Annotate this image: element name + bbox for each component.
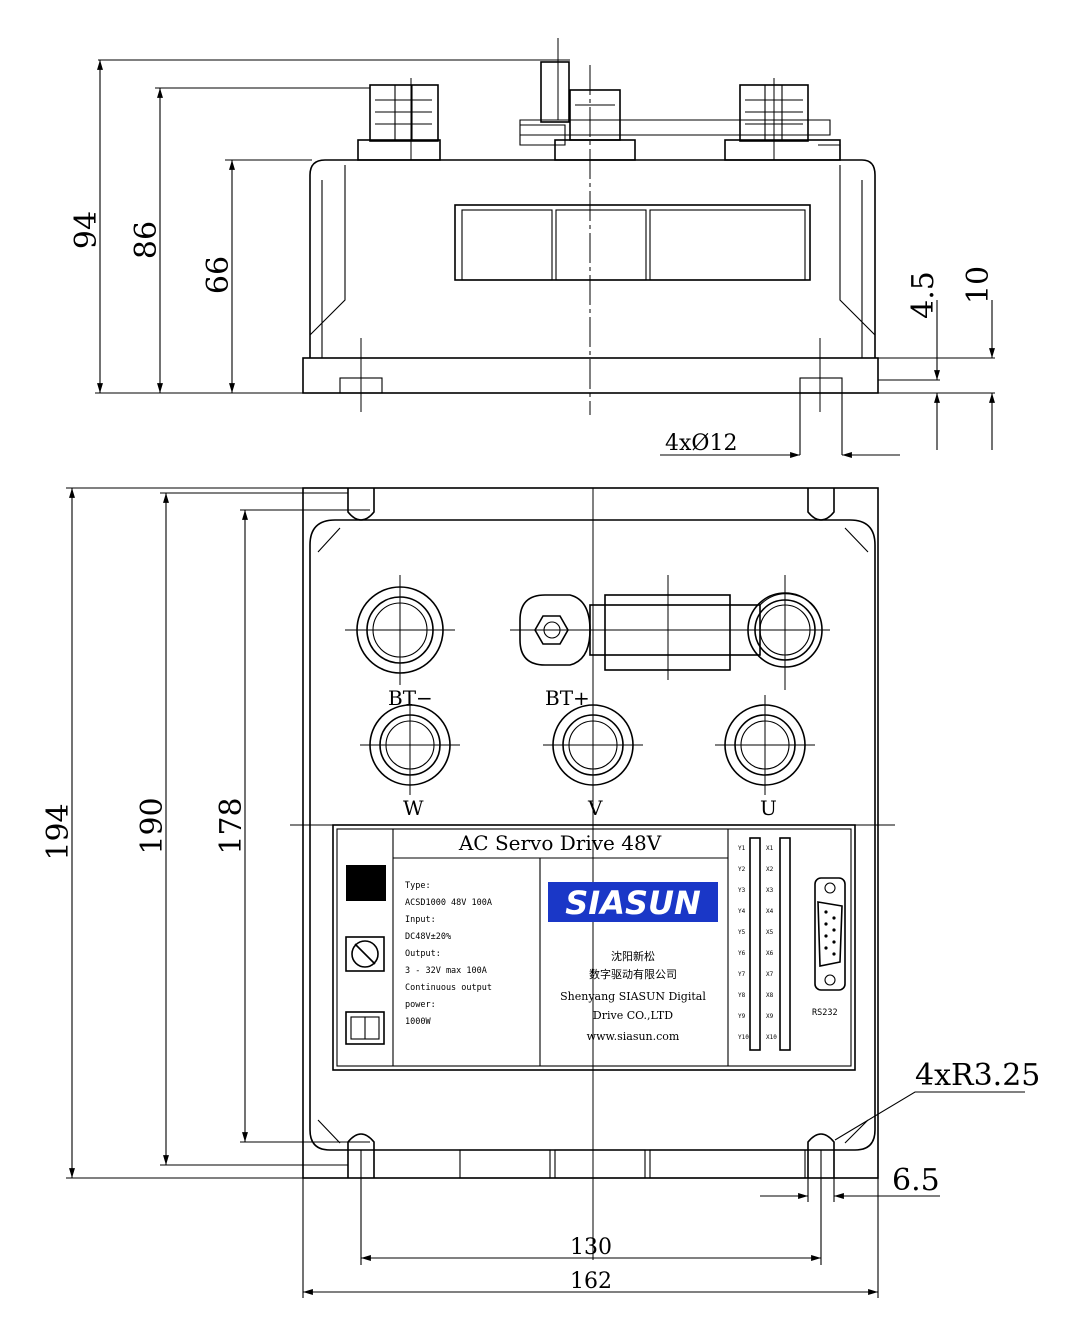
company-en-2: Drive CO.,LTD	[593, 1009, 673, 1022]
spec-text: Type: ACSD1000 48V 100A Input: DC48V±20%…	[405, 881, 492, 1027]
siasun-logo-text: SIASUN	[565, 884, 701, 922]
pin-label-left-8: Y8	[738, 992, 746, 999]
db9-connector-icon	[814, 877, 846, 991]
pin-strip-left	[749, 837, 761, 1051]
svg-text:Continuous output: Continuous output	[405, 983, 492, 993]
pin-label-right-10: X10	[766, 1034, 777, 1041]
hole-callout: 4xØ12	[665, 431, 737, 456]
dim-190: 190	[135, 797, 170, 854]
pin-label-left-2: Y2	[738, 866, 746, 873]
dim-178: 178	[214, 797, 249, 854]
pin-label-right-8: X8	[766, 992, 774, 999]
black-square-icon	[346, 865, 386, 901]
svg-text:Input:: Input:	[405, 915, 436, 925]
pin-label-left-7: Y7	[738, 971, 746, 978]
rs232-label: RS232	[812, 1008, 838, 1018]
pin-label-right-6: X6	[766, 950, 774, 957]
dim-130: 130	[570, 1235, 612, 1260]
dim-194: 194	[41, 803, 76, 860]
svg-text:DC48V±20%: DC48V±20%	[405, 932, 451, 942]
dim-66: 66	[201, 256, 236, 294]
pin-label-right-9: X9	[766, 1013, 774, 1020]
radius-callout: 4xR3.25	[915, 1058, 1040, 1093]
svg-text:ACSD1000 48V 100A: ACSD1000 48V 100A	[405, 898, 492, 908]
pin-label-right-4: X4	[766, 908, 774, 915]
pin-label-left-3: Y3	[738, 887, 746, 894]
company-en-1: Shenyang SIASUN Digital	[560, 990, 706, 1003]
terminal-bt-plus-post	[747, 575, 823, 690]
pin-label-right-2: X2	[766, 866, 774, 873]
dim-10: 10	[961, 266, 996, 304]
dim-86: 86	[129, 221, 164, 259]
side-bolt	[540, 61, 570, 123]
pin-label-left-6: Y6	[738, 950, 746, 957]
svg-text:3 - 32V max 100A: 3 - 32V max 100A	[405, 966, 487, 976]
pin-label-right-7: X7	[766, 971, 774, 978]
front-housing	[309, 519, 876, 1151]
pin-label-right-3: X3	[766, 887, 774, 894]
dim-162: 162	[570, 1269, 612, 1294]
pin-label-left-9: Y9	[738, 1013, 746, 1020]
pin-label-right-5: X5	[766, 929, 774, 936]
nameplate: AC Servo Drive 48V Type: ACSD1000 48V 10…	[332, 824, 856, 1071]
side-housing	[309, 159, 876, 358]
terminal-v	[543, 704, 643, 786]
dim-6-5: 6.5	[892, 1163, 940, 1198]
nameplate-title: AC Servo Drive 48V	[458, 831, 662, 855]
left-terminal-base	[357, 139, 441, 161]
dim-4-5: 4.5	[906, 271, 941, 319]
label-v: V	[587, 796, 603, 820]
terminal-bt-minus	[345, 575, 455, 685]
side-window	[454, 204, 811, 281]
manual-book-icon	[345, 1011, 385, 1045]
svg-text:Type:: Type:	[405, 881, 431, 891]
side-view: 94 86 66 4.5 10 4xØ12	[69, 38, 996, 458]
svg-text:power:: power:	[405, 1000, 436, 1010]
busbar-bt-plus	[510, 575, 830, 680]
svg-text:1000W: 1000W	[405, 1017, 431, 1027]
pin-label-left-1: Y1	[738, 845, 746, 852]
no-disposal-icon	[345, 936, 385, 972]
label-w: W	[403, 796, 424, 820]
svg-text:Output:: Output:	[405, 949, 441, 959]
label-u: U	[760, 796, 777, 820]
siasun-logo	[548, 882, 718, 922]
pin-label-left-5: Y5	[738, 929, 746, 936]
dim-94: 94	[69, 211, 104, 249]
terminal-w	[360, 695, 460, 795]
pin-label-left-10: Y10	[738, 1034, 749, 1041]
company-cn-2: 数字驱动有限公司	[589, 967, 677, 981]
left-terminal-post	[369, 84, 439, 142]
company-cn-1: 沈阳新松	[611, 949, 655, 963]
pin-label-right-1: X1	[766, 845, 774, 852]
website: www.siasun.com	[587, 1030, 680, 1043]
right-terminal-base	[724, 139, 841, 161]
front-view: BT− BT+ W V U	[41, 487, 1040, 1298]
terminal-u	[715, 695, 815, 795]
pin-strip-right	[779, 837, 791, 1051]
pin-label-left-4: Y4	[738, 908, 746, 915]
